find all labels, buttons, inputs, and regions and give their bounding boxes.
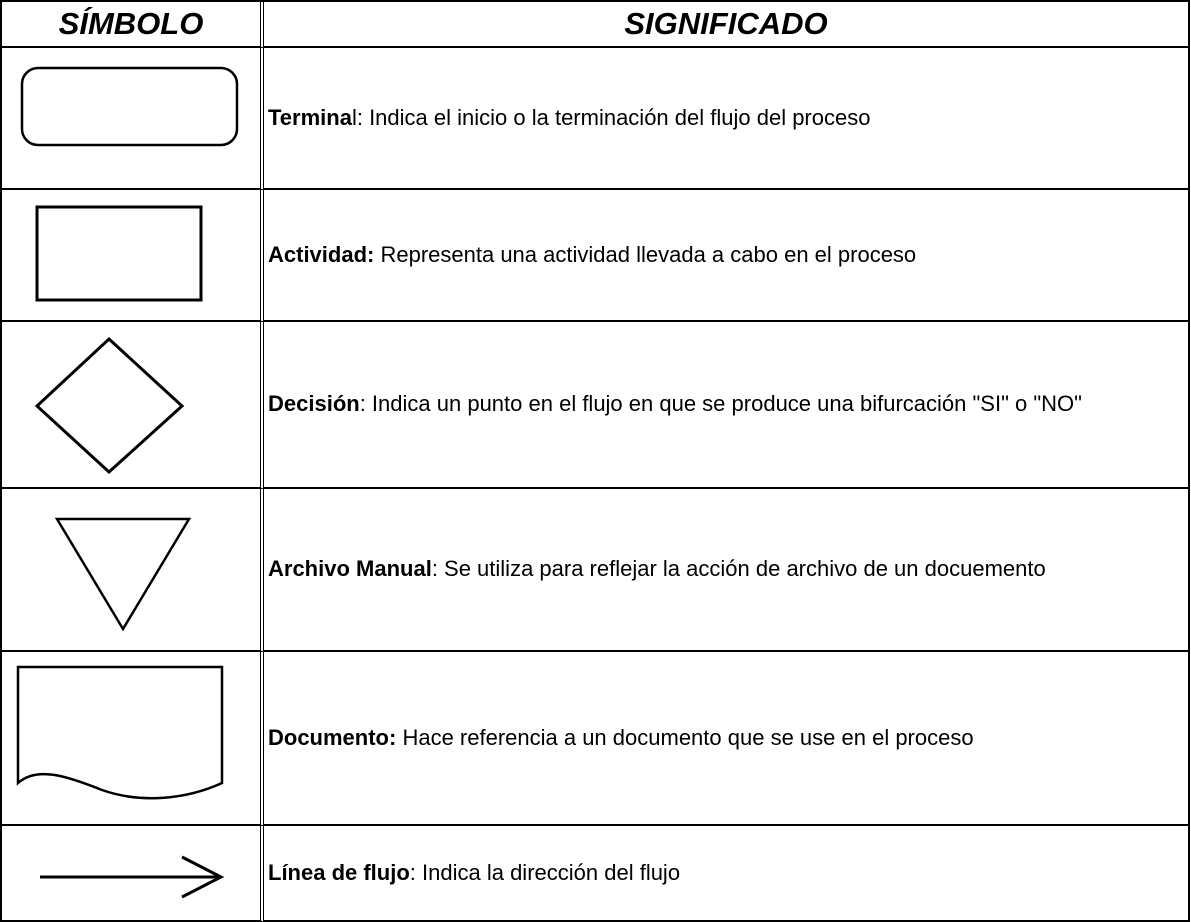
symbol-cell [2, 826, 264, 922]
term-description: Hace referencia a un documento que se us… [396, 724, 974, 750]
document-wave-icon [16, 665, 224, 800]
meaning-cell: Terminal: Indica el inicio o la terminac… [264, 48, 1190, 190]
table-row: Archivo Manual: Se utiliza para reflejar… [2, 489, 1190, 652]
table-row: Actividad: Representa una actividad llev… [2, 190, 1190, 322]
symbol-cell [2, 190, 264, 322]
meaning-cell: Archivo Manual: Se utiliza para reflejar… [264, 489, 1190, 652]
term-description: : Se utiliza para reflejar la acción de … [431, 556, 1046, 582]
meaning-cell: Decisión: Indica un punto en el flujo en… [264, 322, 1190, 489]
term-label: Termina [268, 104, 352, 130]
term-label: Actividad: [268, 241, 375, 267]
term-description: Representa una actividad llevada a cabo … [374, 241, 917, 267]
activity-rectangle-icon [35, 205, 203, 302]
header-meaning: SIGNIFICADO [264, 2, 1190, 48]
term-description: : Indica la dirección del flujo [409, 859, 681, 885]
table-row: Documento: Hace referencia a un document… [2, 652, 1190, 826]
decision-diamond-icon [34, 336, 185, 475]
term-description: : Indica el inicio o la terminación del … [356, 104, 871, 130]
symbol-cell [2, 489, 264, 652]
term-label: Decisión [268, 391, 360, 417]
term-description: : Indica un punto en el flujo en que se … [359, 391, 1082, 417]
table-row: Terminal: Indica el inicio o la terminac… [2, 48, 1190, 190]
terminal-rounded-rect-icon [20, 66, 239, 147]
meaning-cell: Documento: Hace referencia a un document… [264, 652, 1190, 826]
term-label: Línea de flujo [268, 859, 410, 885]
term-label: Documento: [268, 724, 397, 750]
table-row: Decisión: Indica un punto en el flujo en… [2, 322, 1190, 489]
header-symbol: SÍMBOLO [2, 2, 264, 48]
manual-file-triangle-icon [54, 517, 192, 632]
meaning-cell: Actividad: Representa una actividad llev… [264, 190, 1190, 322]
table-row: Línea de flujo: Indica la dirección del … [2, 826, 1190, 922]
term-label: Archivo Manual [268, 556, 432, 582]
symbol-cell [2, 652, 264, 826]
flow-line-arrow-icon [40, 855, 225, 899]
symbol-cell [2, 322, 264, 489]
table-header-row: SÍMBOLO SIGNIFICADO [2, 2, 1190, 48]
term-suffix: l [351, 104, 357, 130]
symbol-cell [2, 48, 264, 190]
meaning-cell: Línea de flujo: Indica la dirección del … [264, 826, 1190, 922]
